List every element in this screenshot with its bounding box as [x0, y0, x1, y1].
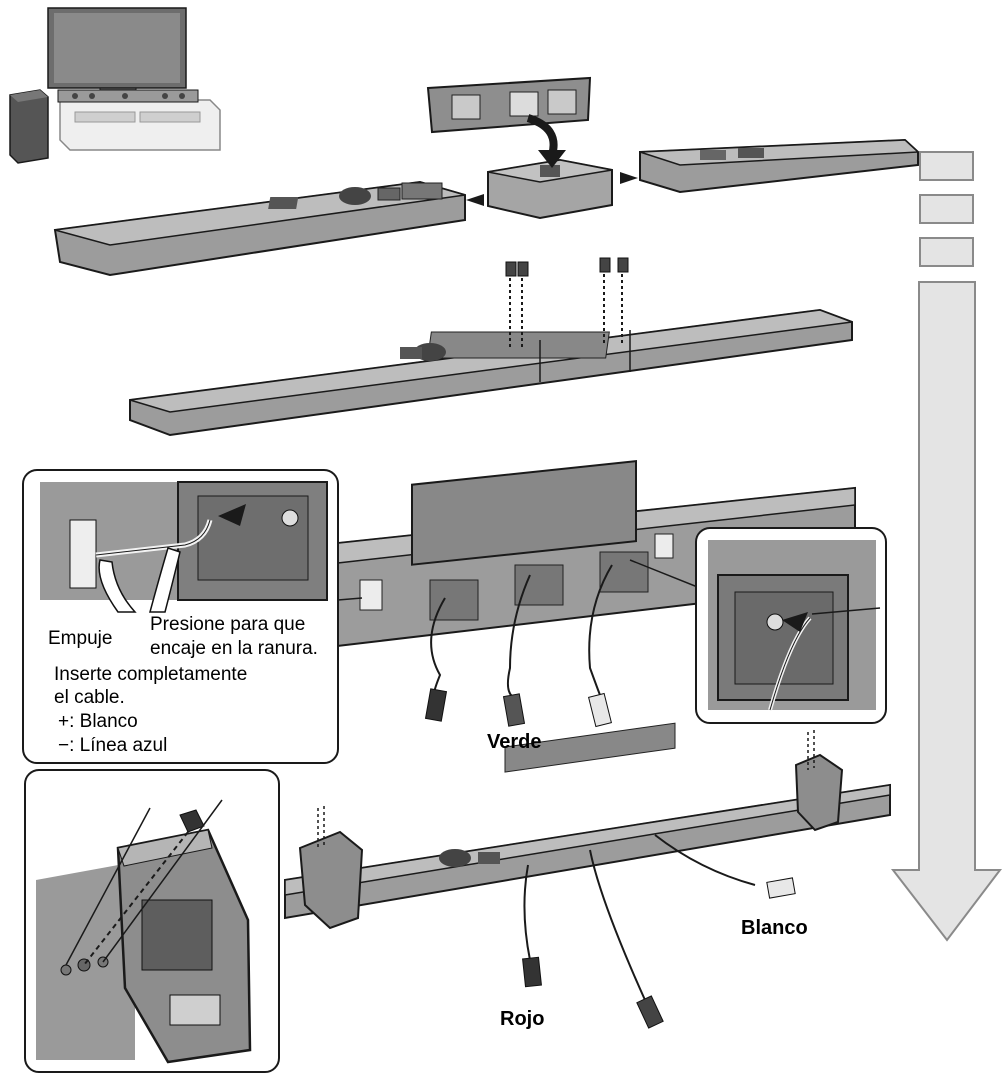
screw-icon: [505, 257, 629, 277]
snap-label-line1: Presione para que: [150, 614, 306, 635]
wiring-detail-art: [40, 481, 363, 613]
insert-label-line1: Inserte completamente: [54, 664, 248, 685]
step1-exploded-bar: [53, 76, 920, 277]
plug-icon: [424, 688, 612, 728]
insert-label-line2: el cable.: [54, 687, 125, 708]
tv-setup-thumbnail: [9, 7, 221, 164]
plus-white-label: +: Blanco: [58, 711, 138, 732]
step2-screwed-bar: [129, 257, 853, 437]
red-wire-label: Rojo: [500, 1008, 545, 1030]
minus-blue-line-label: −: Línea azul: [58, 735, 168, 756]
white-wire-label: Blanco: [741, 917, 808, 939]
step-marker-3: [919, 237, 974, 267]
green-wire-label: Verde: [487, 731, 542, 753]
step-marker-1: [919, 151, 974, 181]
push-label: Empuje: [48, 628, 113, 649]
step-marker-2: [919, 194, 974, 224]
terminal-detail-art: [708, 540, 881, 711]
screw-icon: [179, 809, 205, 833]
foot-detail-art: [36, 799, 252, 1064]
step4-bar-with-feet: [284, 722, 891, 1029]
snap-label-line2: encaje en la ranura.: [150, 638, 318, 659]
flow-down-arrow: [890, 281, 1003, 942]
